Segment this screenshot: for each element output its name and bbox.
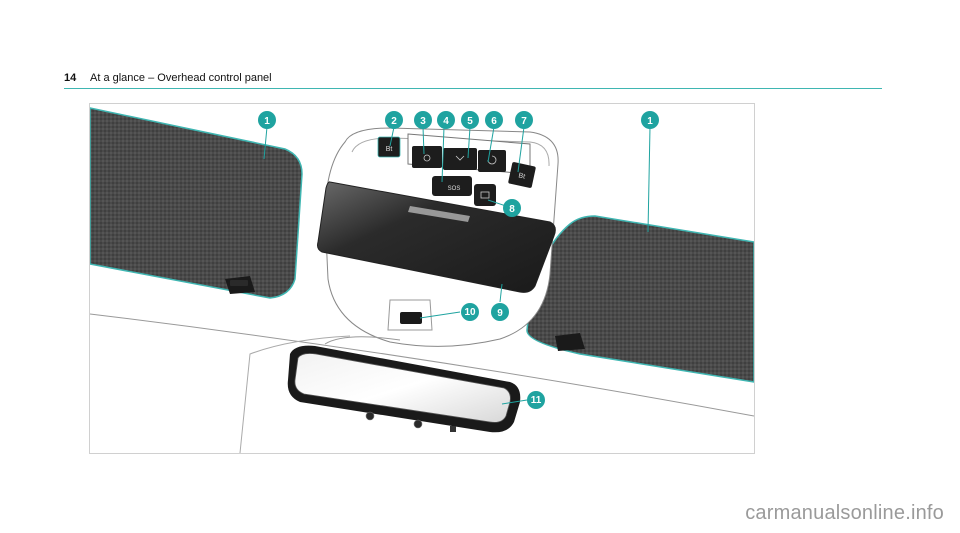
right-sun-visor xyxy=(526,215,754,383)
svg-text:5: 5 xyxy=(467,116,473,127)
callout-11: 11 xyxy=(527,391,545,409)
svg-text:Bt: Bt xyxy=(386,146,393,153)
callout-6: 6 xyxy=(485,111,503,129)
overhead-panel-illustration: Bt Bt SOS xyxy=(89,103,755,454)
callout-markers: 1 2 3 4 5 6 7 1 8 9 10 11 xyxy=(258,111,659,409)
svg-text:2: 2 xyxy=(391,116,397,127)
svg-text:1: 1 xyxy=(647,116,653,127)
callout-1-right: 1 xyxy=(641,111,659,129)
svg-text:Bt: Bt xyxy=(518,172,526,180)
left-sun-visor xyxy=(90,107,303,299)
svg-text:8: 8 xyxy=(509,204,515,215)
svg-text:6: 6 xyxy=(491,116,497,127)
sos-button-label: SOS xyxy=(448,186,461,192)
callout-5: 5 xyxy=(461,111,479,129)
callout-7: 7 xyxy=(515,111,533,129)
svg-text:3: 3 xyxy=(420,116,426,127)
svg-text:4: 4 xyxy=(443,116,449,127)
callout-4: 4 xyxy=(437,111,455,129)
overhead-console: Bt Bt SOS xyxy=(317,127,559,347)
svg-text:10: 10 xyxy=(464,307,476,318)
watermark-text: carmanualsonline.info xyxy=(745,502,944,524)
callout-3: 3 xyxy=(414,111,432,129)
callout-9: 9 xyxy=(491,303,509,321)
callout-1-left: 1 xyxy=(258,111,276,129)
page-number: 14 xyxy=(64,72,77,84)
svg-text:11: 11 xyxy=(531,395,542,406)
callout-10: 10 xyxy=(461,303,479,321)
svg-text:9: 9 xyxy=(497,308,503,319)
callout-8: 8 xyxy=(503,199,521,217)
rear-view-mirror xyxy=(287,336,521,433)
svg-text:1: 1 xyxy=(264,116,270,127)
svg-text:7: 7 xyxy=(521,116,527,127)
page-header: 14 At a glance – Overhead control panel xyxy=(64,72,882,89)
callout-2: 2 xyxy=(385,111,403,129)
page-title: At a glance – Overhead control panel xyxy=(90,72,272,84)
